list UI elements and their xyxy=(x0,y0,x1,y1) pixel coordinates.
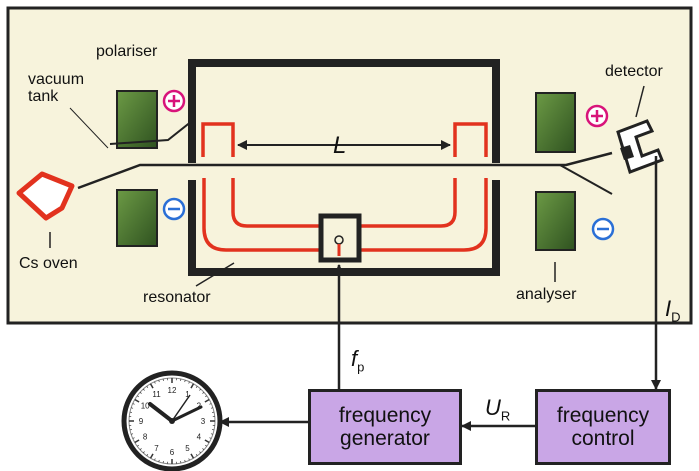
clock-number: 10 xyxy=(141,402,150,411)
clock-tick xyxy=(190,383,195,389)
clock-tick xyxy=(188,381,190,384)
clock-number: 7 xyxy=(154,444,159,453)
clock-tick xyxy=(195,453,198,456)
clock-number: 11 xyxy=(152,390,161,399)
clock-tick xyxy=(142,451,145,454)
clock-second-hand xyxy=(171,394,191,422)
pump-frequency-subscript: p xyxy=(357,359,365,375)
length-label: L xyxy=(333,132,347,159)
clock-tick xyxy=(142,388,145,391)
clock-tick xyxy=(210,407,214,409)
clock-number: 6 xyxy=(170,448,175,457)
pump-frequency-symbol: f xyxy=(351,346,358,371)
clock-tick xyxy=(137,395,140,398)
control-voltage-symbol: U xyxy=(485,395,501,420)
atomic-beam xyxy=(77,151,613,190)
resonator-enclosure-bottom xyxy=(188,180,500,276)
clock-number: 8 xyxy=(143,433,148,442)
clock-tick xyxy=(139,391,142,394)
clock-tick xyxy=(204,439,210,444)
clock-tick xyxy=(209,403,212,405)
deflected-beam-lower xyxy=(559,164,613,195)
clock-tick xyxy=(132,437,135,439)
clock-tick xyxy=(130,407,134,409)
clock-tick xyxy=(146,386,149,389)
analyser-magnet-top xyxy=(535,92,576,153)
clock-tick xyxy=(190,453,195,459)
clock-number: 5 xyxy=(185,444,190,453)
frequency-generator-box: frequency generator xyxy=(308,389,462,465)
clock-tick xyxy=(204,395,207,398)
clock-tick xyxy=(202,448,205,451)
clock-tick xyxy=(199,388,202,391)
clock-tick xyxy=(204,444,207,447)
clock-tick xyxy=(134,398,140,403)
clock-tick xyxy=(154,381,156,384)
clock-tick xyxy=(210,433,214,435)
clock-tick xyxy=(130,433,134,435)
frequency-control-box: frequency control xyxy=(535,389,671,465)
pump-frequency-label: fp xyxy=(351,346,364,374)
clock-number: 9 xyxy=(139,417,144,426)
detector-current-symbol: I xyxy=(665,296,672,321)
clock-number: 12 xyxy=(168,386,177,395)
clock-tick xyxy=(195,386,198,389)
analyser-label: analyser xyxy=(516,286,577,303)
clock-tick xyxy=(158,459,160,463)
polariser-label: polariser xyxy=(96,43,158,60)
deflected-beam-upper xyxy=(109,120,193,145)
clock-hour-hand xyxy=(148,402,174,423)
clock-tick xyxy=(154,458,156,461)
resonator-label: resonator xyxy=(143,289,211,306)
control-voltage-subscript: R xyxy=(500,408,511,424)
polariser-magnet-top xyxy=(116,90,158,149)
detector-label: detector xyxy=(605,63,663,80)
resonator-enclosure-top xyxy=(188,59,500,163)
clock-tick xyxy=(202,391,205,394)
vacuum-tank-label: vacuum tank xyxy=(28,71,85,105)
detector-current-subscript: D xyxy=(671,309,681,325)
clock-tick xyxy=(139,448,142,451)
detector-sensor xyxy=(620,145,634,160)
clock-number: 4 xyxy=(197,433,202,442)
resonator-cavity-left xyxy=(201,122,235,157)
clock-tick xyxy=(146,453,149,456)
resonator-leader xyxy=(195,262,235,287)
detector xyxy=(616,119,664,174)
clock-tick xyxy=(134,439,140,444)
clock-tick xyxy=(132,403,135,405)
clock-tick xyxy=(158,379,160,383)
clock-number: 1 xyxy=(185,390,190,399)
clock-number: 3 xyxy=(201,417,206,426)
clock-tick xyxy=(184,379,186,383)
cs-oven xyxy=(16,171,75,221)
clock-tick xyxy=(149,383,154,389)
vacuum-tank-leader xyxy=(69,107,109,149)
clock-tick xyxy=(209,437,212,439)
clock-tick xyxy=(204,398,210,403)
control-voltage-label: UR xyxy=(485,395,510,423)
clock-tick xyxy=(199,451,202,454)
detector-leader xyxy=(635,85,645,118)
resonator-cavity-right xyxy=(453,122,488,157)
clock-tick xyxy=(184,459,186,463)
clock-number: 2 xyxy=(197,402,202,411)
clock-tick xyxy=(149,453,154,459)
analyser-magnet-bottom xyxy=(535,191,576,251)
clock-tick xyxy=(188,458,190,461)
clock-minute-hand xyxy=(170,405,203,423)
cs-oven-label: Cs oven xyxy=(19,255,78,272)
detector-current-label: ID xyxy=(665,296,681,324)
polariser-magnet-bottom xyxy=(116,189,158,247)
clock-tick xyxy=(137,444,140,447)
